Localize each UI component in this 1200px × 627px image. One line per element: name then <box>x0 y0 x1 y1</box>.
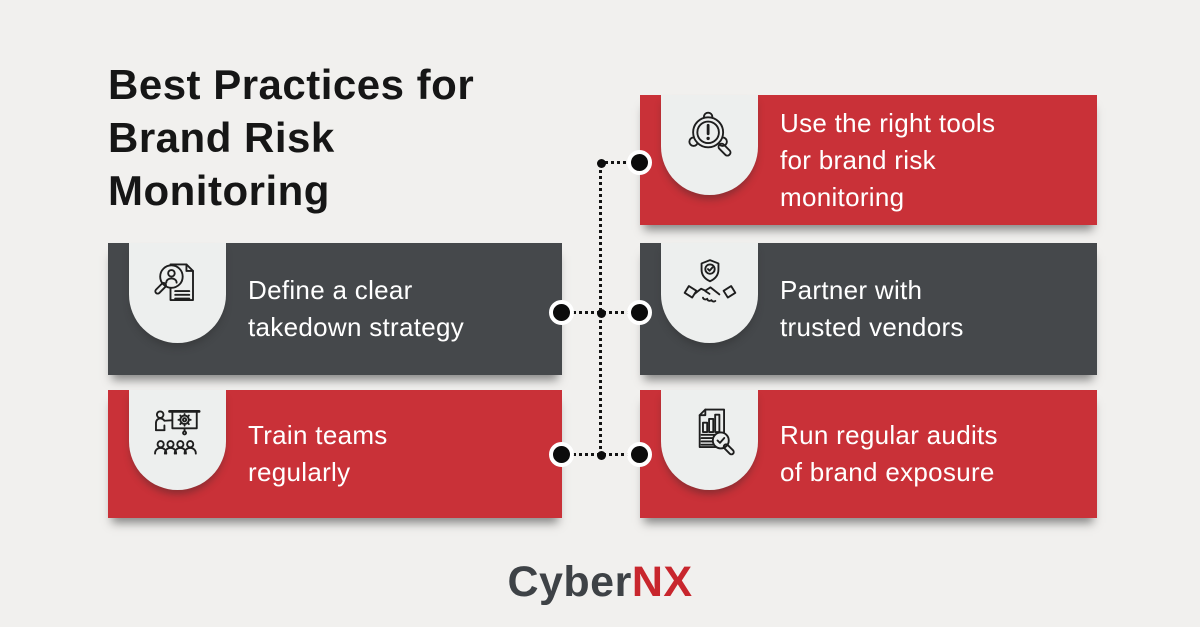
icon-tab <box>129 243 226 343</box>
person-search-document-icon <box>153 263 194 301</box>
icon-tab <box>661 390 758 490</box>
icon-tab <box>661 95 758 195</box>
logo-text-nx: NX <box>631 558 693 606</box>
connector-node-dot <box>597 159 606 168</box>
card-text: Partner with trusted vendors <box>780 275 964 342</box>
card-anchor-dot <box>627 150 652 175</box>
card-use-right-tools: Use the right tools for brand risk monit… <box>640 95 1097 225</box>
card-anchor-dot <box>549 442 574 467</box>
card-run-audits: Run regular audits of brand exposure <box>640 390 1097 518</box>
card-text: Use the right tools for brand risk monit… <box>780 107 996 212</box>
card-anchor-dot <box>627 300 652 325</box>
card-train-teams: Train teams regularly <box>108 390 562 518</box>
icon-tab <box>129 390 226 490</box>
handshake-shield-icon <box>683 259 736 303</box>
card-partner-vendors: Partner with trusted vendors <box>640 243 1097 375</box>
connector-branch-top <box>604 161 634 164</box>
card-anchor-dot <box>549 300 574 325</box>
audit-report-icon <box>698 408 735 456</box>
training-presentation-icon <box>153 409 200 455</box>
connector-node-dot <box>597 451 606 460</box>
alert-search-icon <box>687 111 731 157</box>
card-anchor-dot <box>627 442 652 467</box>
card-text: Define a clear takedown strategy <box>248 275 465 342</box>
brand-logo: CyberNX <box>0 558 1200 607</box>
logo-text-cyber: Cyber <box>507 558 632 606</box>
icon-tab <box>661 243 758 343</box>
card-text: Run regular audits of brand exposure <box>780 420 998 487</box>
page-title: Best Practices for Brand Risk Monitoring <box>108 61 475 214</box>
card-text: Train teams regularly <box>248 420 388 487</box>
card-takedown-strategy: Define a clear takedown strategy <box>108 243 562 375</box>
connector-node-dot <box>597 309 606 318</box>
